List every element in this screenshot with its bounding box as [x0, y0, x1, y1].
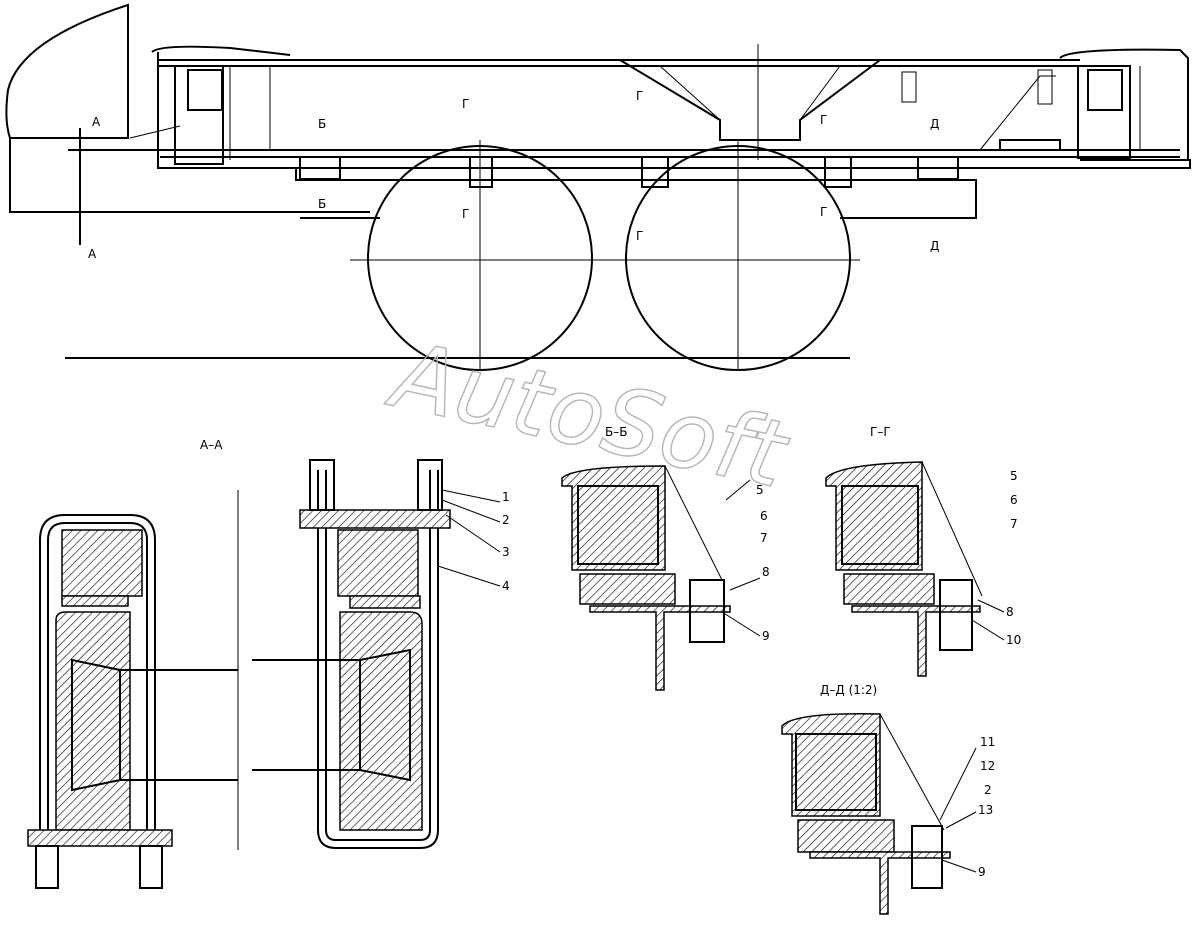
- callout-gg-10: 10: [1006, 633, 1021, 647]
- mark-g-6: Г: [820, 205, 827, 219]
- callout-gg-7: 7: [1010, 517, 1018, 531]
- callout-dd-9: 9: [978, 865, 986, 879]
- mark-g-2: Г: [462, 207, 469, 221]
- section-gg-title: Г–Г: [870, 425, 891, 439]
- mark-b-top: Б: [318, 117, 326, 131]
- callout-dd-12: 12: [980, 759, 995, 773]
- callout-bb-9: 9: [762, 629, 770, 643]
- section-dd: Д–Д (1:2) 11 12 2 13 9: [781, 683, 995, 915]
- callout-dd-13: 13: [978, 803, 993, 817]
- callout-bb-5: 5: [756, 483, 764, 497]
- callout-aa-4: 4: [502, 579, 510, 593]
- tractor-body-outline: [9, 138, 370, 213]
- callout-aa-1: 1: [502, 490, 510, 504]
- section-gg: Г–Г 5 6 7 8 10: [825, 425, 1021, 677]
- section-dd-title: Д–Д (1:2): [820, 683, 877, 697]
- callout-dd-11: 11: [980, 735, 995, 749]
- section-aa-title: А–А: [200, 438, 223, 452]
- suspension-beam: [295, 168, 977, 219]
- callout-bb-7: 7: [760, 531, 768, 545]
- tractor-cab-outline: [5, 3, 129, 139]
- side-view: А А Б Б Г Г Г Г Г Г Д Д: [5, 3, 1191, 371]
- section-marks: А А Б Б Г Г Г Г Г Г Д Д: [88, 89, 939, 261]
- callout-gg-8: 8: [1006, 605, 1014, 619]
- mark-g-3: Г: [636, 89, 643, 103]
- mark-a-bottom: А: [88, 247, 97, 261]
- callout-gg-6: 6: [1010, 493, 1018, 507]
- middle-saddle: [616, 59, 883, 141]
- trailer-frame: [151, 45, 1191, 169]
- callout-aa-3: 3: [502, 545, 510, 559]
- mark-g-4: Г: [636, 229, 643, 243]
- mark-g-5: Г: [820, 113, 827, 127]
- section-aa: А–А 1 2 3 4: [27, 438, 510, 889]
- callout-bb-8: 8: [762, 565, 770, 579]
- callout-dd-2: 2: [984, 783, 992, 797]
- section-bb: Б–Б 5 6 7 8 9: [561, 425, 770, 691]
- mark-b-bottom: Б: [318, 197, 326, 211]
- mark-a-top: А: [92, 115, 101, 129]
- mark-g-1: Г: [462, 97, 469, 111]
- section-bb-title: Б–Б: [605, 425, 627, 439]
- callout-aa-2: 2: [502, 513, 510, 527]
- mark-d-top: Д: [930, 117, 939, 131]
- mark-d-bottom: Д: [930, 239, 939, 253]
- callout-gg-5: 5: [1010, 469, 1018, 483]
- clamp-brackets: [299, 156, 959, 188]
- callout-bb-6: 6: [760, 509, 768, 523]
